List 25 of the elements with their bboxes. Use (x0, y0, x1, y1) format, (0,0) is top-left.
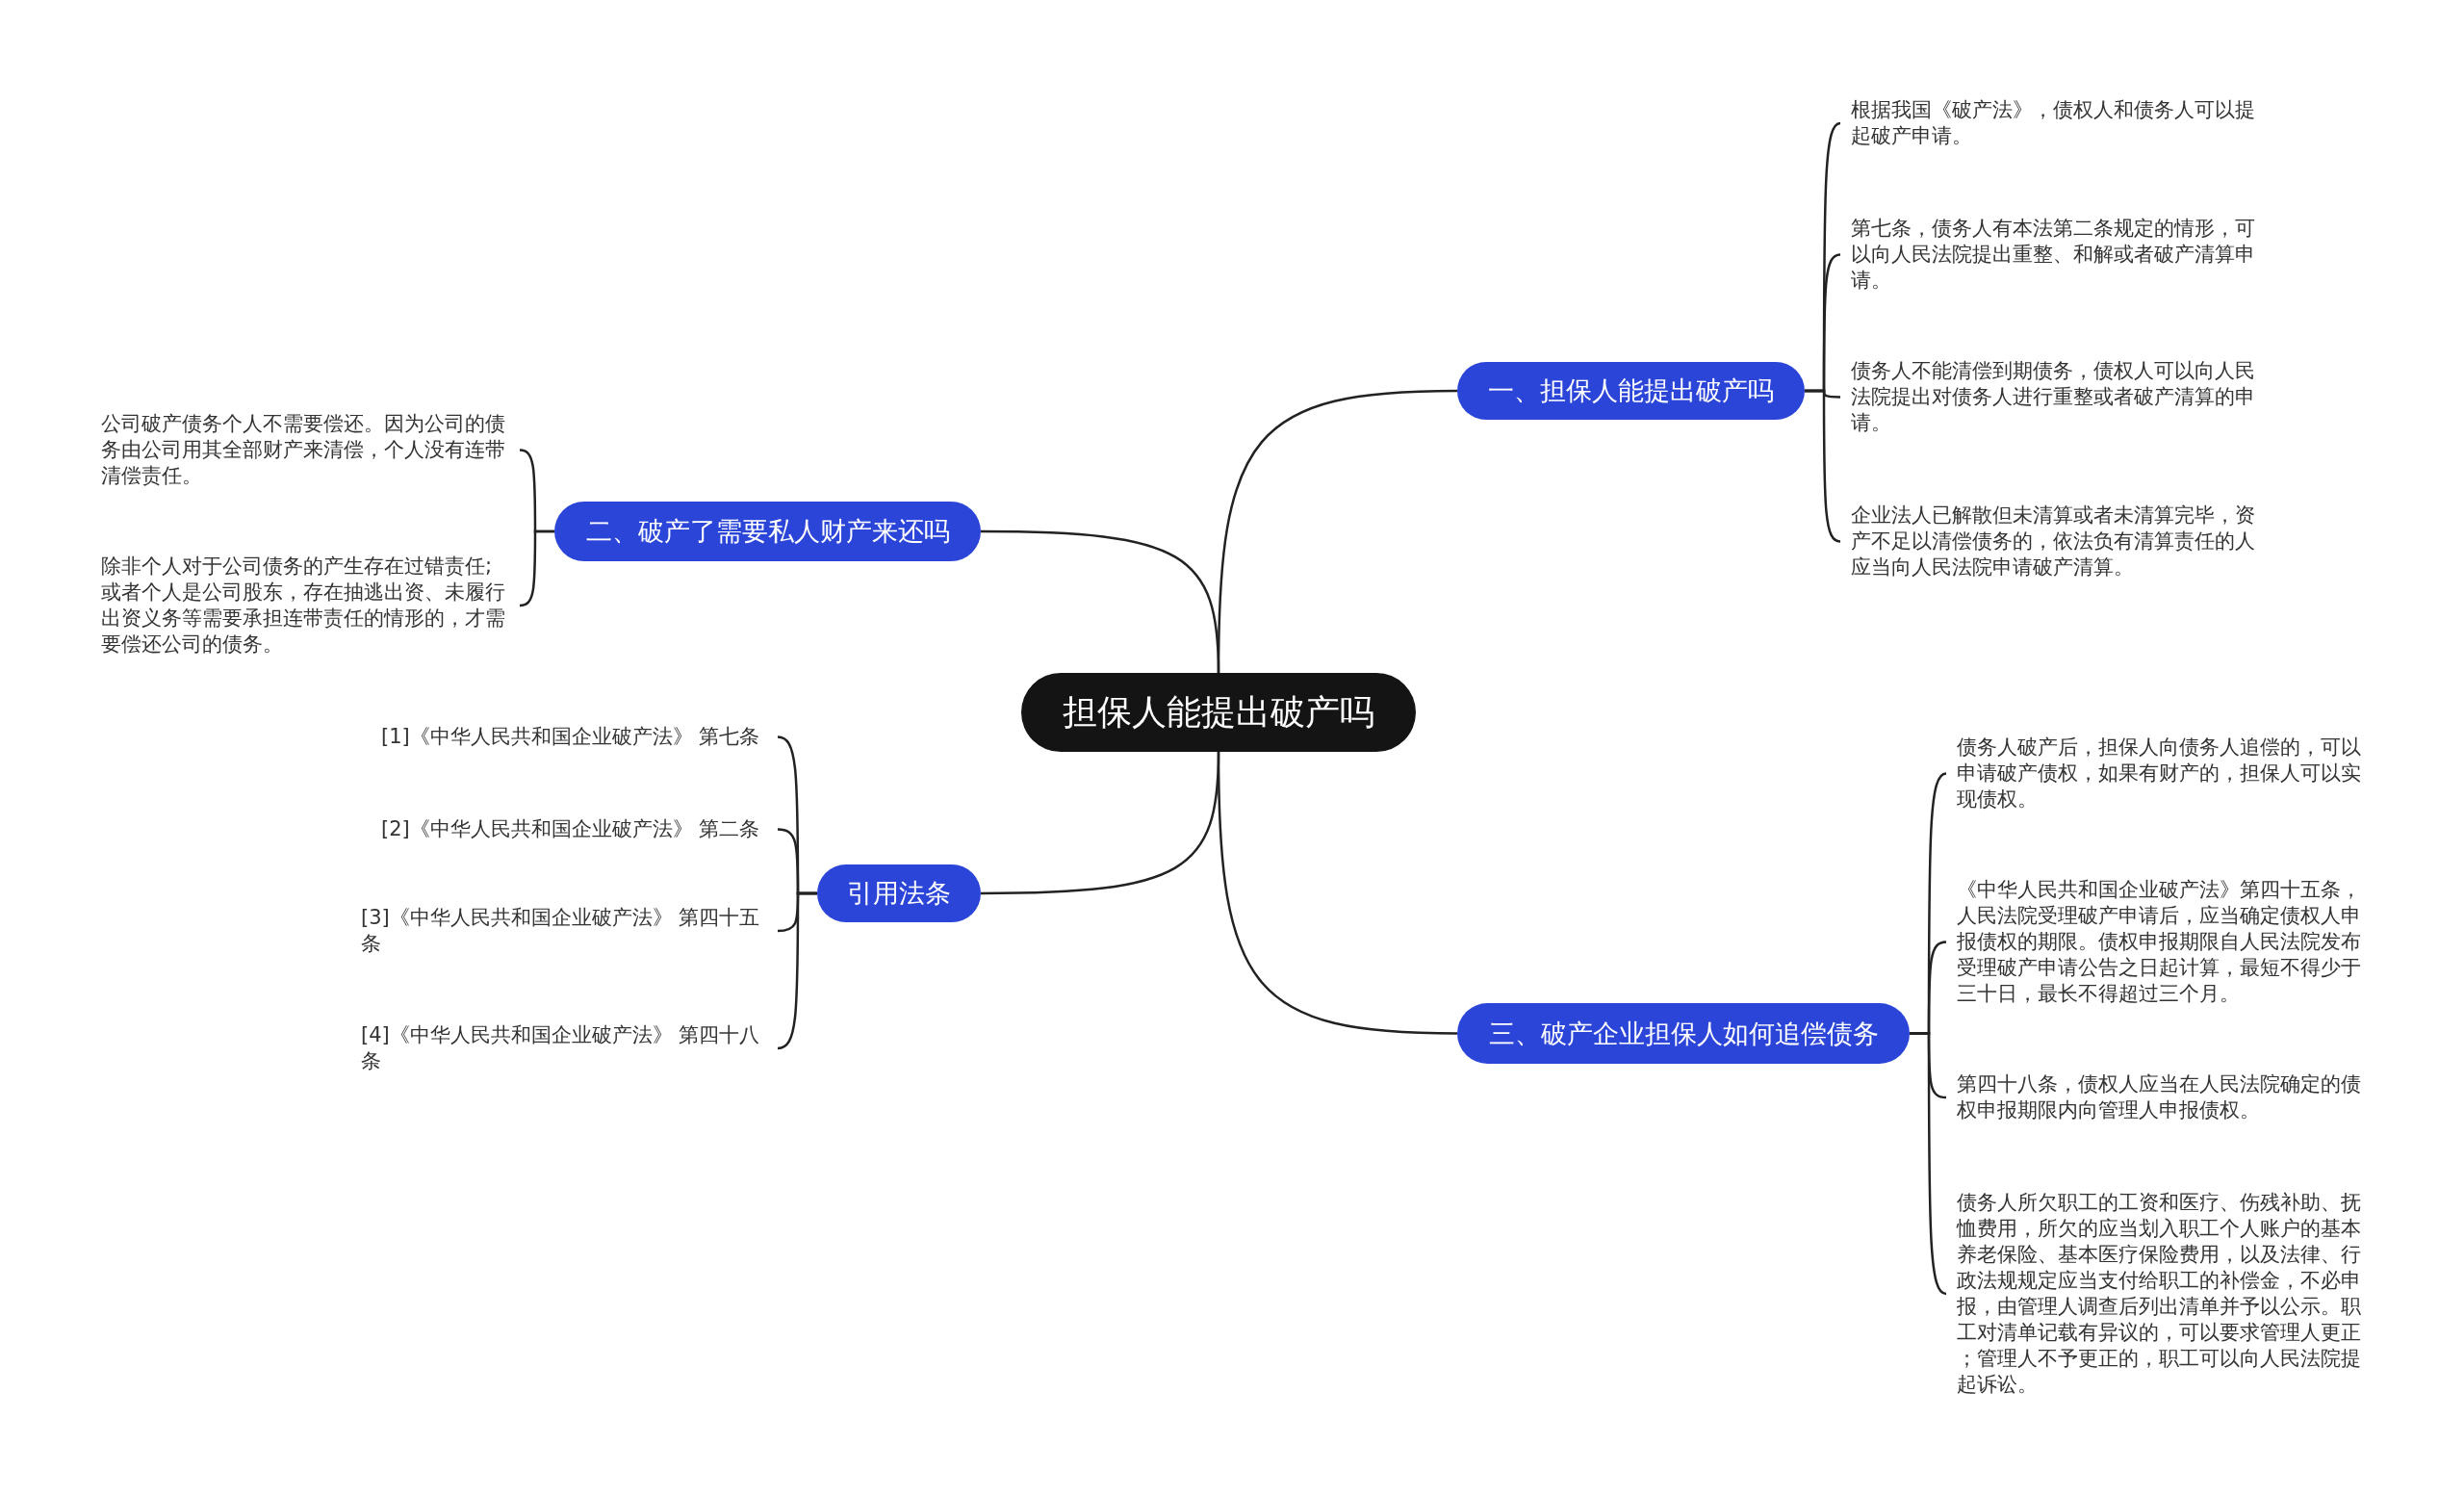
citation-text: [1]《中华人民共和国企业破产法》 第七条 (371, 724, 778, 750)
topic-pill: 一、担保人能提出破产吗 (1457, 362, 1805, 420)
note-text: 除非个人对于公司债务的产生存在过错责任;或者个人是公司股东，存在抽逃出资、未履行出资义务等需要承担连带责任的情形的，才需要偿还公司的债务。 (90, 554, 520, 658)
topic-pill: 三、破产企业担保人如何追偿债务 (1457, 1003, 1910, 1064)
note-text: 第七条，债务人有本法第二条规定的情形，可以向人民法院提出重整、和解或者破产清算申请。 (1840, 216, 2275, 294)
citation-text: [2]《中华人民共和国企业破产法》 第二条 (371, 816, 778, 842)
connector-line (519, 529, 554, 607)
topic-pill: 二、破产了需要私人财产来还吗 (554, 502, 981, 561)
note-text: 根据我国《破产法》，债权人和债务人可以提起破产申请。 (1840, 97, 2275, 149)
citation-text: [4]《中华人民共和国企业破产法》 第四十八条 (350, 1022, 778, 1074)
connector-line (981, 751, 1220, 895)
note-text: 债务人所欠职工的工资和医疗、伤残补助、抚恤费用，所欠的应当划入职工个人账户的基本养老保险、基本医疗保险费用，以及法律、行政法规规定应当支付给职工的补偿金，不必申报，由管理人调查后列出清单并予以公示。职工对清单记载有异议的，可以要求管理人更正；管理人不予更正的，职工可以向人民法院提起诉讼。 (1946, 1190, 2381, 1398)
note-text: 债务人不能清偿到期债务，债权人可以向人民法院提出对债务人进行重整或者破产清算的申请。 (1840, 358, 2275, 436)
note-text: 第四十八条，债权人应当在人民法院确定的债权申报期限内向管理人申报债权。 (1946, 1071, 2381, 1123)
connector-line (1805, 389, 1841, 543)
connector-line (777, 891, 817, 1050)
topic-pill: 引用法条 (817, 864, 981, 922)
connector-line (1910, 1032, 1947, 1296)
note-text: 《中华人民共和国企业破产法》第四十五条，人民法院受理破产申请后，应当确定债权人申报债权的期限。债权申报期限自人民法院发布受理破产申请公告之日起计算，最短不得少于三十日，最长不得超过三个月。 (1946, 877, 2381, 1007)
citation-text: [3]《中华人民共和国企业破产法》 第四十五条 (350, 905, 778, 957)
note-text: 债务人破产后，担保人向债务人追偿的，可以申请破产债权，如果有财产的，担保人可以实现债权。 (1946, 735, 2381, 812)
note-text: 企业法人已解散但未清算或者未清算完毕，资产不足以清偿债务的，依法负有清算责任的人应当向人民法院申请破产清算。 (1840, 503, 2275, 580)
connector-line (981, 529, 1220, 674)
central-topic: 担保人能提出破产吗 (1021, 673, 1416, 752)
note-text: 公司破产债务个人不需要偿还。因为公司的债务由公司用其全部财产来清偿，个人没有连带清偿责任。 (90, 411, 520, 489)
